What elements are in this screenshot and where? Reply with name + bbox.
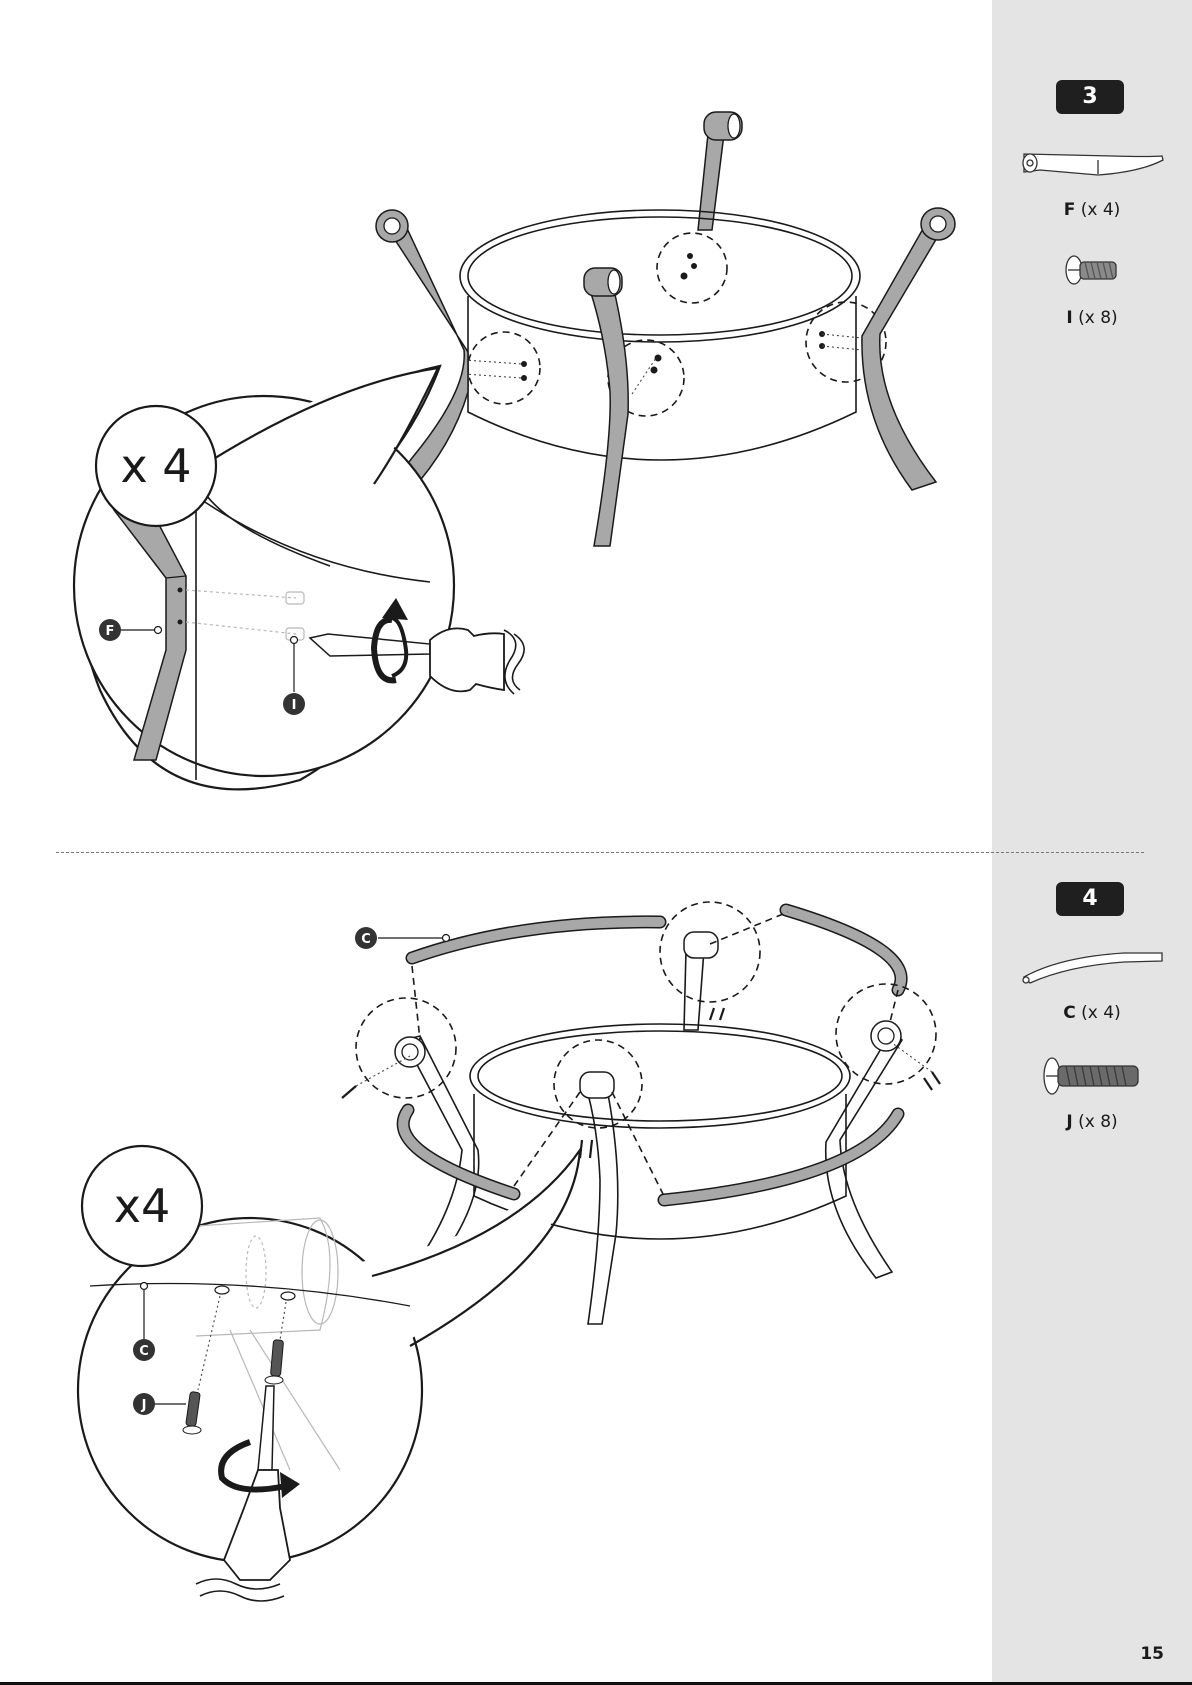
- part-j-label: J (x 8): [1000, 1112, 1184, 1132]
- part-c-label: C (x 4): [1000, 1003, 1184, 1023]
- callout-letter-i: I: [292, 698, 297, 713]
- detail-circle-left: [468, 332, 540, 404]
- page-number: 15: [1140, 1644, 1164, 1664]
- front-leg: [590, 290, 628, 546]
- parts-sidebar: [992, 0, 1192, 1685]
- back-leg-step-4: [684, 950, 704, 1030]
- step-3-badge: 3: [1056, 80, 1124, 114]
- callout-letter-f: F: [106, 624, 115, 639]
- part-f-label: F (x 4): [1000, 200, 1184, 220]
- step-4-badge: 4: [1056, 882, 1124, 916]
- back-leg: [698, 134, 724, 230]
- rail-front-left: [403, 1110, 514, 1194]
- step-3-drawing: x 4 F I: [74, 112, 955, 789]
- part-i-label: I (x 8): [1000, 308, 1184, 328]
- assembly-illustration: .o { fill: none; stroke: #1a1a1a; stroke…: [0, 0, 992, 1685]
- callout-letter-c-main: C: [361, 932, 371, 947]
- callout-letter-j: J: [141, 1398, 147, 1413]
- right-leg: [862, 220, 944, 490]
- step-3-multiplier: x 4: [120, 439, 191, 493]
- callout-letter-c-bubble: C: [139, 1344, 149, 1359]
- step-4-multiplier: x4: [114, 1179, 171, 1233]
- step-4-drawing: x4 C C J: [78, 902, 940, 1601]
